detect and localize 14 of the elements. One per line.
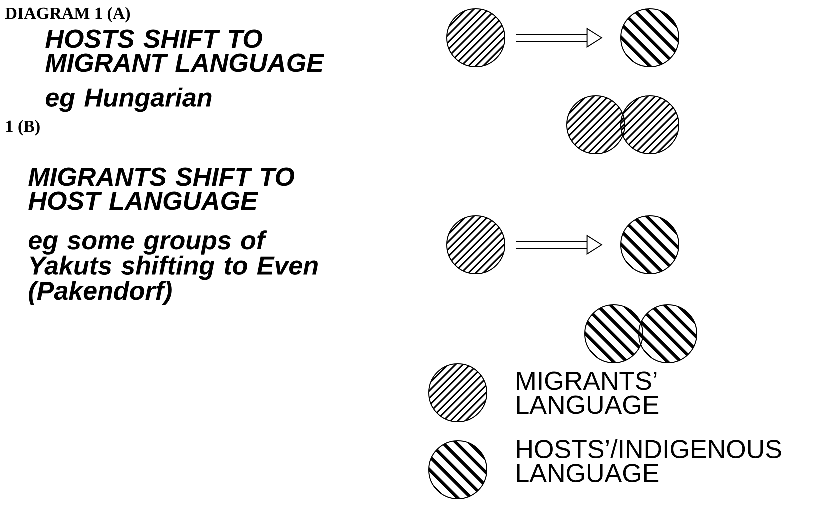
heading: DIAGRAM 1 (A) — [6, 7, 130, 23]
hatched-circle — [638, 304, 698, 364]
hatched-circle — [620, 96, 680, 154]
caption-text: HOSTS SHIFT TO MIGRANT LANGUAGE — [46, 30, 325, 72]
caption-text: MIGRANTS SHIFT TO HOST LANGUAGE — [28, 168, 295, 210]
hatched-circle — [446, 8, 506, 68]
heading: 1 (B) — [6, 120, 40, 136]
hatched-circle — [584, 304, 644, 364]
legend-text: HOSTS’/INDIGENOUS LANGUAGE — [517, 439, 782, 483]
hatched-circle — [566, 96, 626, 154]
caption-text: eg Hungarian — [46, 88, 212, 112]
legend-text: MIGRANTS’ LANGUAGE — [517, 372, 659, 414]
hatched-circle — [446, 216, 506, 274]
caption-text: eg some groups of Yakuts shifting to Even (Pakendorf) — [29, 230, 318, 306]
